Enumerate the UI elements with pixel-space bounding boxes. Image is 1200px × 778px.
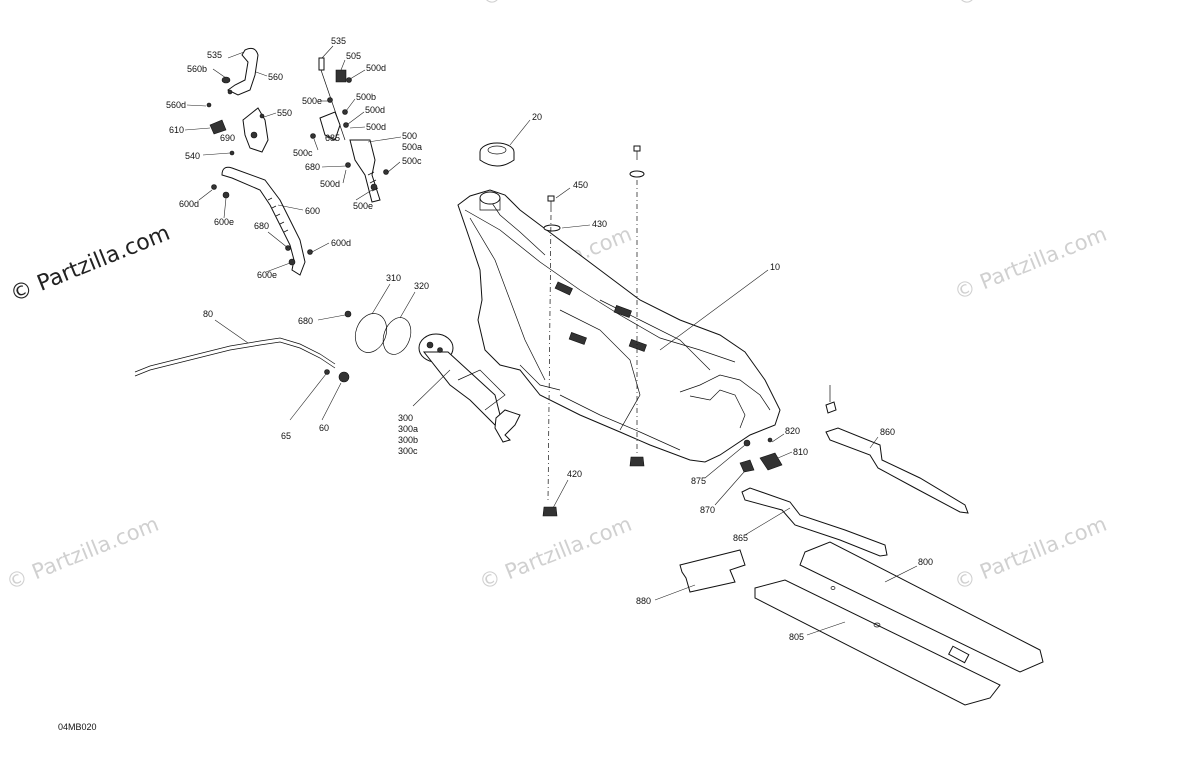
seal-ring-310[interactable] — [350, 309, 392, 357]
callout-600d: 600d — [331, 238, 351, 248]
bolt-450[interactable] — [547, 195, 555, 212]
callout-610: 610 — [169, 125, 184, 135]
callout-500c: 500c — [402, 156, 422, 166]
callout-500c: 500c — [293, 148, 313, 158]
callout-10: 10 — [770, 262, 780, 272]
grommet-420[interactable] — [542, 506, 558, 517]
connector-part-60[interactable] — [338, 371, 350, 383]
bracket-part-865[interactable] — [741, 487, 888, 557]
callout-820: 820 — [785, 426, 800, 436]
callout-600e: 600e — [214, 217, 234, 227]
callout-500a: 500a — [402, 142, 422, 152]
callout-560b: 560b — [187, 64, 207, 74]
callout-865: 865 — [733, 533, 748, 543]
watermark: © Partzilla.com — [476, 512, 635, 595]
callout-300a: 300a — [398, 424, 418, 434]
callout-560d: 560d — [166, 100, 186, 110]
clamp-part-65[interactable] — [324, 369, 330, 375]
watermark: © Partzilla.com — [953, 0, 1112, 11]
callout-690: 690 — [220, 133, 235, 143]
callout-60: 60 — [319, 423, 329, 433]
watermark-main: © Partzilla.com — [7, 221, 174, 308]
callout-880: 880 — [636, 596, 651, 606]
washer-430[interactable] — [543, 224, 561, 232]
callout-800: 800 — [918, 557, 933, 567]
bolt-stack-right[interactable] — [629, 145, 645, 467]
callout-300c: 300c — [398, 446, 418, 456]
lock-ring-320[interactable] — [378, 314, 415, 359]
clip-part-610[interactable] — [209, 119, 227, 135]
callout-550: 550 — [277, 108, 292, 118]
callout-320: 320 — [414, 281, 429, 291]
callout-420: 420 — [567, 469, 582, 479]
callout-875: 875 — [691, 476, 706, 486]
callout-600d: 600d — [179, 199, 199, 209]
callout-500d: 500d — [320, 179, 340, 189]
callout-600e: 600e — [257, 270, 277, 280]
callout-65: 65 — [281, 431, 291, 441]
fuel-pump-part-300[interactable] — [418, 333, 521, 443]
callout-500d: 500d — [365, 105, 385, 115]
diagram-code: 04MB020 — [58, 722, 97, 732]
callout-500d: 500d — [366, 63, 386, 73]
clip-part-870[interactable] — [739, 459, 755, 473]
callout-450: 450 — [573, 180, 588, 190]
callout-680: 680 — [298, 316, 313, 326]
clip-part-810[interactable] — [759, 452, 783, 471]
callout-300b: 300b — [398, 435, 418, 445]
callout-540: 540 — [185, 151, 200, 161]
callout-535: 535 — [331, 36, 346, 46]
heat-shield-part-805[interactable] — [754, 579, 1001, 706]
callout-685: 685 — [325, 133, 340, 143]
clamp-560d[interactable] — [206, 102, 212, 108]
fuel-line-part-80[interactable] — [134, 341, 336, 377]
callout-810: 810 — [793, 447, 808, 457]
callout-80: 80 — [203, 309, 213, 319]
clamp-680[interactable] — [344, 310, 352, 318]
clamp-part-820[interactable] — [767, 437, 773, 443]
watermark: © Partzilla.com — [951, 512, 1110, 595]
callout-500e: 500e — [302, 96, 322, 106]
callout-860: 860 — [880, 427, 895, 437]
callout-680: 680 — [254, 221, 269, 231]
callout-500e: 500e — [353, 201, 373, 211]
callout-505: 505 — [346, 51, 361, 61]
callout-500: 500 — [402, 131, 417, 141]
bracket-part-550[interactable] — [242, 107, 269, 153]
clamp-part-875[interactable] — [743, 439, 751, 447]
callout-labels: 535 560b 560 560d 610 690 550 540 600d 6… — [166, 36, 933, 642]
callout-300: 300 — [398, 413, 413, 423]
callout-20: 20 — [532, 112, 542, 122]
callout-560: 560 — [268, 72, 283, 82]
callout-535: 535 — [207, 50, 222, 60]
pad-part-880[interactable] — [679, 549, 746, 593]
watermark: © Partzilla.com — [3, 512, 162, 595]
callout-430: 430 — [592, 219, 607, 229]
fuel-tank-part-10[interactable] — [457, 189, 781, 463]
watermark: © Partzilla.com — [478, 0, 637, 11]
screw-540[interactable] — [229, 150, 235, 156]
callout-500d: 500d — [366, 122, 386, 132]
heat-shield-part-800[interactable] — [799, 541, 1044, 673]
callout-680: 680 — [305, 162, 320, 172]
vent-hose-part-560[interactable] — [221, 47, 259, 96]
valve-assembly-part-500[interactable] — [310, 57, 389, 203]
watermark: © Partzilla.com — [951, 222, 1110, 305]
callout-805: 805 — [789, 632, 804, 642]
fuel-cap-part-20[interactable] — [479, 142, 515, 167]
callout-310: 310 — [386, 273, 401, 283]
callout-870: 870 — [700, 505, 715, 515]
leader-lines — [184, 45, 918, 636]
bracket-part-860[interactable] — [825, 385, 969, 514]
callout-600: 600 — [305, 206, 320, 216]
callout-500b: 500b — [356, 92, 376, 102]
